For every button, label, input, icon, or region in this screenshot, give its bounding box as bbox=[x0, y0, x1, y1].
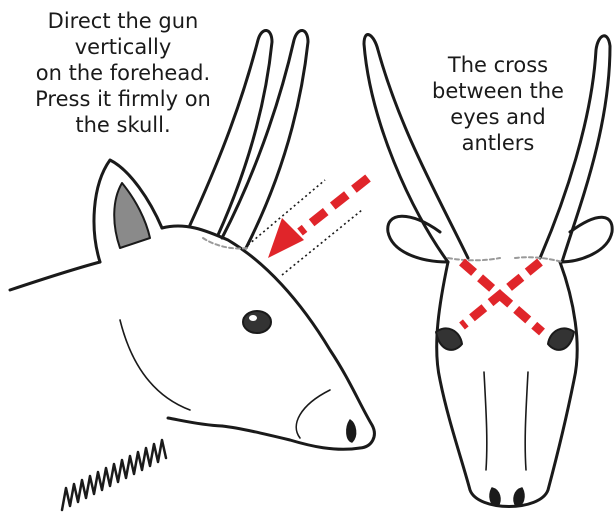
right-caption-line: eyes and bbox=[408, 104, 588, 130]
front-eye-left-icon bbox=[436, 328, 462, 349]
neck-back-line bbox=[10, 262, 100, 290]
throat-line bbox=[168, 418, 222, 426]
right-caption-line: between the bbox=[408, 78, 588, 104]
left-caption-line: vertically bbox=[8, 34, 238, 60]
jaw-outline bbox=[222, 426, 360, 449]
front-eye-right-icon bbox=[548, 328, 574, 349]
nose-ridge-right bbox=[525, 372, 528, 470]
left-caption-line: Press it firmly on bbox=[8, 86, 238, 112]
left-caption-line: on the forehead. bbox=[8, 60, 238, 86]
arrow-head-icon bbox=[268, 218, 304, 258]
right-caption: The cross between the eyes and antlers bbox=[408, 52, 588, 156]
muzzle-line bbox=[296, 390, 330, 438]
nostril bbox=[347, 420, 356, 442]
left-caption: Direct the gun vertically on the forehea… bbox=[8, 8, 238, 138]
front-ear-left bbox=[388, 216, 448, 262]
front-nostril-right bbox=[514, 488, 524, 506]
nose-ridge-left bbox=[484, 372, 487, 470]
left-caption-line: Direct the gun bbox=[8, 8, 238, 34]
target-cross bbox=[462, 262, 542, 332]
neck-hair-zigzag bbox=[62, 440, 166, 510]
head-outline bbox=[162, 226, 374, 448]
right-caption-line: antlers bbox=[408, 130, 588, 156]
arrow-shaft bbox=[300, 178, 368, 232]
left-caption-line: the skull. bbox=[8, 112, 238, 138]
front-nostril-left bbox=[490, 488, 500, 506]
side-eye-icon bbox=[243, 311, 271, 333]
right-caption-line: The cross bbox=[408, 52, 588, 78]
cheek-line bbox=[120, 320, 190, 410]
side-eye-highlight bbox=[249, 315, 257, 321]
